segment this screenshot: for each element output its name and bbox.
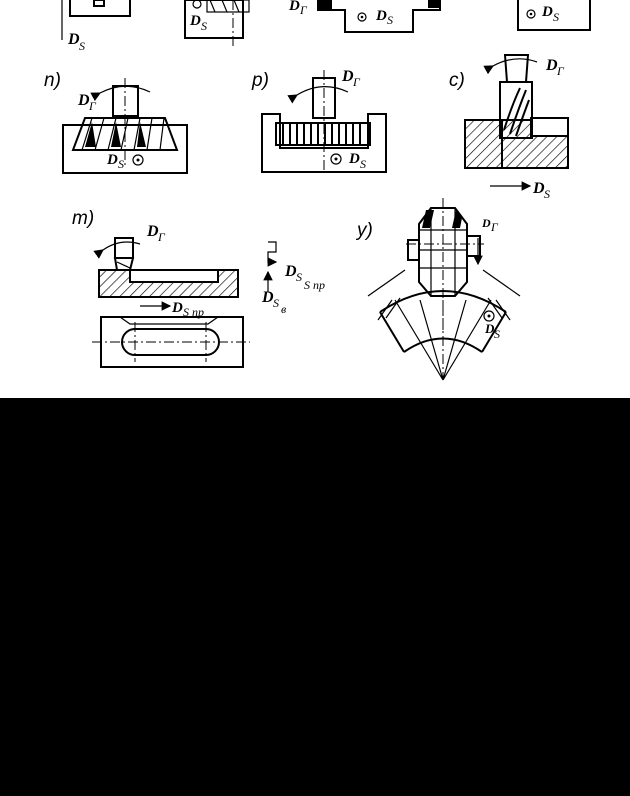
svg-text:S: S bbox=[553, 10, 559, 24]
svg-text:D: D bbox=[261, 289, 274, 306]
panel-label-y: y) bbox=[355, 220, 373, 241]
svg-text:S пр: S пр bbox=[183, 305, 204, 319]
svg-text:Г: Г bbox=[352, 75, 361, 89]
machining-schemes-figure: D S D S D Г D S D S n) D Г D bbox=[0, 0, 630, 398]
svg-text:Г: Г bbox=[299, 3, 308, 17]
svg-text:D: D bbox=[77, 92, 90, 109]
top-strip-schemes: D S D S D Г D S D S bbox=[57, 0, 591, 53]
svg-text:S: S bbox=[79, 39, 85, 53]
panel-y: y) D Г D S bbox=[355, 198, 521, 381]
panel-label-m: m) bbox=[72, 208, 94, 229]
svg-text:S: S bbox=[494, 327, 500, 341]
svg-text:D: D bbox=[189, 13, 201, 29]
svg-text:S: S bbox=[296, 270, 302, 284]
panel-p: p) D Г D S bbox=[251, 68, 387, 173]
svg-text:Г: Г bbox=[88, 99, 97, 113]
svg-text:D: D bbox=[106, 152, 118, 168]
svg-text:D: D bbox=[341, 68, 354, 85]
ds-label-top-1: D bbox=[67, 31, 80, 48]
svg-text:D: D bbox=[284, 263, 297, 280]
svg-text:Г: Г bbox=[157, 230, 166, 244]
blank-area bbox=[0, 398, 630, 796]
svg-text:S: S bbox=[273, 296, 279, 310]
panel-c: c) D Г D S bbox=[449, 54, 569, 201]
svg-text:D: D bbox=[348, 151, 360, 167]
svg-text:S: S bbox=[201, 19, 207, 33]
svg-text:D: D bbox=[532, 180, 545, 197]
svg-text:D: D bbox=[481, 216, 491, 230]
schemes-svg: D S D S D Г D S D S n) D Г D bbox=[44, 0, 591, 381]
panel-m: m) D Г D S пр D S S пр D S в bbox=[72, 208, 325, 368]
svg-text:Г: Г bbox=[556, 64, 565, 78]
panel-label-p: p) bbox=[251, 70, 269, 91]
svg-text:Г: Г bbox=[490, 220, 499, 234]
svg-text:S: S bbox=[360, 157, 366, 171]
panel-n: n) D Г D S bbox=[44, 70, 188, 174]
svg-text:S: S bbox=[118, 157, 124, 171]
svg-text:D: D bbox=[288, 0, 300, 14]
svg-text:в: в bbox=[281, 302, 286, 316]
svg-text:D: D bbox=[375, 8, 387, 24]
svg-text:D: D bbox=[545, 57, 558, 74]
svg-text:S: S bbox=[387, 13, 393, 27]
svg-text:D: D bbox=[171, 300, 183, 316]
svg-text:D: D bbox=[541, 4, 553, 20]
svg-text:D: D bbox=[484, 321, 495, 336]
panel-label-c: c) bbox=[449, 70, 465, 91]
svg-text:S пр: S пр bbox=[304, 278, 325, 292]
panel-label-n: n) bbox=[44, 70, 61, 91]
svg-text:D: D bbox=[146, 223, 159, 240]
svg-text:S: S bbox=[544, 187, 550, 201]
